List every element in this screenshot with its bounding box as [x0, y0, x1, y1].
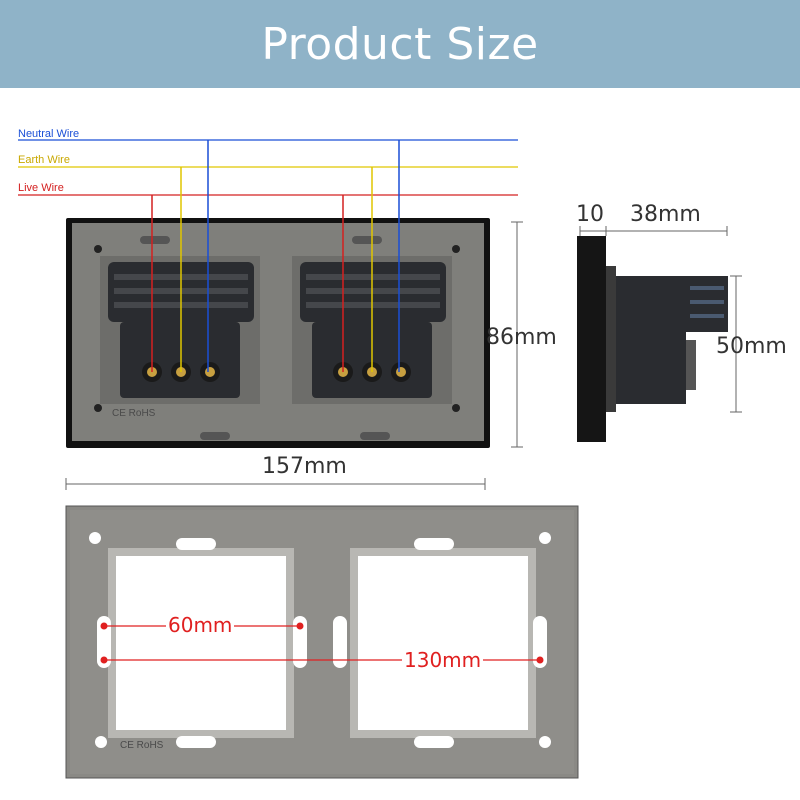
- live-wire-label: Live Wire: [18, 182, 64, 194]
- height-label: 86mm: [486, 325, 557, 350]
- width-label: 157mm: [262, 454, 347, 479]
- neutral-wire-label: Neutral Wire: [18, 128, 80, 140]
- mounting-frame: [65, 505, 579, 779]
- wire-drops: [151, 140, 400, 372]
- left-socket-module: [100, 256, 260, 404]
- height-dimension-line: [511, 221, 523, 448]
- side-view: [577, 226, 742, 442]
- width-dimension-line: [65, 478, 486, 490]
- inner-60-label: 60mm: [166, 613, 235, 637]
- depth-plate-label: 10: [576, 202, 604, 227]
- front-ce-mark: CE RoHS: [112, 408, 156, 419]
- title-banner: Product Size: [0, 0, 800, 88]
- earth-wire-label: Earth Wire: [18, 154, 70, 166]
- wiring-lines: [18, 139, 518, 196]
- inner-130-label: 130mm: [402, 648, 484, 672]
- body-height-label: 50mm: [716, 334, 787, 359]
- frame-ce-mark: CE RoHS: [120, 740, 164, 751]
- depth-body-label: 38mm: [630, 202, 701, 227]
- page-title: Product Size: [261, 18, 539, 70]
